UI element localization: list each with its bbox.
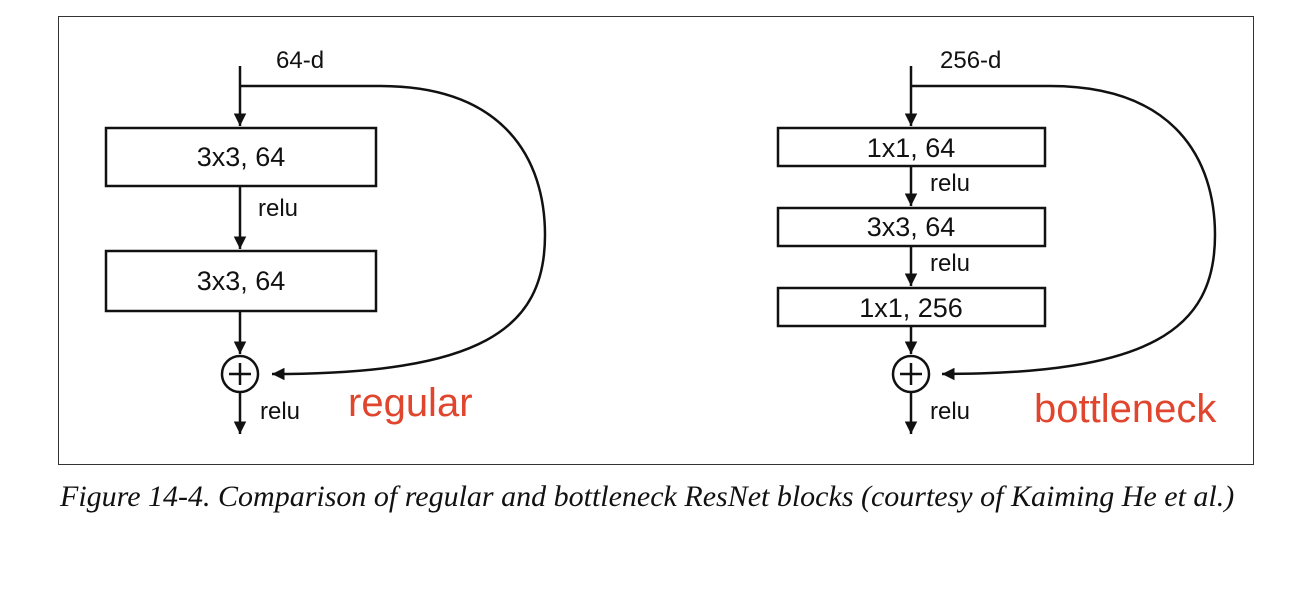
- regular-input-label: 64-d: [276, 47, 324, 74]
- bottleneck-layer-3: [776, 286, 1047, 328]
- bottleneck-layer-3-label: 1x1, 256: [859, 293, 963, 323]
- regular-layer-2: [104, 249, 378, 313]
- bottleneck-layer-2-label: 3x3, 64: [867, 212, 956, 242]
- bottleneck-layer-2: [776, 206, 1047, 248]
- bottleneck-add-node: [891, 354, 931, 394]
- regular-layer-1: [104, 126, 378, 188]
- resnet-blocks-diagram: 64-d 3x3, 64 relu 3x3, 64 relu regular 2…: [104, 47, 1217, 434]
- regular-skip-connection: [240, 84, 547, 381]
- regular-layer-2-label: 3x3, 64: [197, 266, 286, 296]
- bottleneck-relu-2: relu: [930, 250, 970, 277]
- figure-frame: [58, 16, 1254, 465]
- bottleneck-layer-1-label: 1x1, 64: [867, 133, 956, 163]
- bottleneck-skip-connection: [911, 84, 1217, 381]
- bottleneck-name: bottleneck: [1034, 387, 1217, 431]
- bottleneck-input-label: 256-d: [940, 47, 1001, 74]
- regular-name: regular: [348, 381, 473, 425]
- regular-block: 64-d 3x3, 64 relu 3x3, 64 relu regular: [104, 47, 547, 434]
- bottleneck-block: 256-d 1x1, 64 relu 3x3, 64 relu 1x1, 256…: [776, 47, 1217, 434]
- bottleneck-layer-1: [776, 126, 1047, 168]
- regular-relu-1: relu: [258, 195, 298, 222]
- regular-relu-2: relu: [260, 398, 300, 425]
- bottleneck-relu-3: relu: [930, 398, 970, 425]
- regular-add-node: [220, 354, 260, 394]
- regular-layer-1-label: 3x3, 64: [197, 142, 286, 172]
- bottleneck-relu-1: relu: [930, 170, 970, 197]
- figure-caption: Figure 14-4. Comparison of regular and b…: [60, 480, 1235, 513]
